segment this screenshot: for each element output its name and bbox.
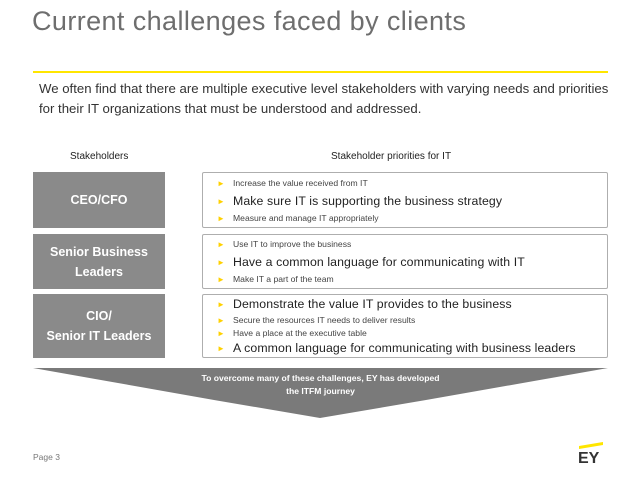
priority-text: Demonstrate the value IT provides to the… xyxy=(233,297,512,311)
conclusion-text: To overcome many of these challenges, EY… xyxy=(33,372,608,397)
conclusion-line: the ITFM journey xyxy=(286,385,355,396)
priority-item: ► Measure and manage IT appropriately xyxy=(217,213,379,223)
priority-text: Make IT a part of the team xyxy=(233,274,334,284)
triangle-bullet-icon: ► xyxy=(217,239,225,249)
intro-text: We often find that there are multiple ex… xyxy=(39,81,609,116)
priority-item: ► Have a place at the executive table xyxy=(217,328,367,338)
stakeholder-label: Senior IT Leaders xyxy=(46,329,152,343)
priority-item: ► A common language for communicating wi… xyxy=(217,341,576,355)
svg-text:EY: EY xyxy=(578,450,600,464)
stakeholder-label: CEO/CFO xyxy=(70,193,128,207)
priority-item: ► Increase the value received from IT xyxy=(217,178,368,188)
triangle-bullet-icon: ► xyxy=(217,274,225,284)
conclusion-line: To overcome many of these challenges, EY… xyxy=(201,373,440,383)
priority-text: Secure the resources IT needs to deliver… xyxy=(233,315,416,325)
triangle-bullet-icon: ► xyxy=(217,343,226,353)
funnel-shape xyxy=(33,368,608,418)
priority-item: ► Make sure IT is supporting the busines… xyxy=(217,194,502,208)
conclusion-funnel: To overcome many of these challenges, EY… xyxy=(33,368,608,420)
stakeholder-label: Leaders xyxy=(75,264,123,279)
priority-item: ► Have a common language for communicati… xyxy=(217,255,525,269)
stakeholder-box: Senior Business Leaders xyxy=(33,234,165,289)
ey-logo: EY xyxy=(576,442,606,467)
triangle-bullet-icon: ► xyxy=(217,328,225,338)
stakeholder-label: CIO/ xyxy=(86,309,112,323)
priority-item: ► Use IT to improve the business xyxy=(217,239,351,249)
priority-text: Make sure IT is supporting the business … xyxy=(233,194,503,208)
triangle-bullet-icon: ► xyxy=(217,257,226,267)
triangle-bullet-icon: ► xyxy=(217,213,225,223)
triangle-bullet-icon: ► xyxy=(217,178,225,188)
priorities-box: ► Demonstrate the value IT provides to t… xyxy=(202,294,608,358)
ey-logo-icon: EY xyxy=(578,442,603,467)
stakeholder-box: CEO/CFO xyxy=(33,172,165,228)
priority-item: ► Make IT a part of the team xyxy=(217,274,334,284)
page-title: Current challenges faced by clients xyxy=(32,6,467,36)
triangle-bullet-icon: ► xyxy=(217,299,226,309)
priorities-box: ► Use IT to improve the business ► Have … xyxy=(202,234,608,289)
page-number: Page 3 xyxy=(33,452,60,462)
stakeholder-row-cio: CIO/ Senior IT Leaders ► Demonstrate the… xyxy=(33,294,608,358)
priority-item: ► Demonstrate the value IT provides to t… xyxy=(217,297,512,311)
priority-text: Increase the value received from IT xyxy=(233,178,368,188)
priorities-header: Stakeholder priorities for IT xyxy=(331,151,452,162)
stakeholder-row-senior-business: Senior Business Leaders ► Use IT to impr… xyxy=(33,234,608,289)
priority-text: Have a common language for communicating… xyxy=(233,255,525,269)
priority-item: ► Secure the resources IT needs to deliv… xyxy=(217,315,415,325)
priority-text: Have a place at the executive table xyxy=(233,328,367,338)
priority-text: A common language for communicating with… xyxy=(233,341,576,355)
stakeholder-label: Senior Business xyxy=(50,244,148,259)
stakeholder-row-ceo: CEO/CFO ► Increase the value received fr… xyxy=(33,172,608,228)
priority-text: Use IT to improve the business xyxy=(233,239,352,249)
title-divider xyxy=(33,71,608,73)
triangle-bullet-icon: ► xyxy=(217,315,225,325)
priority-text: Measure and manage IT appropriately xyxy=(233,213,379,223)
stakeholder-box: CIO/ Senior IT Leaders xyxy=(33,294,165,358)
stakeholders-header: Stakeholders xyxy=(70,151,129,162)
triangle-bullet-icon: ► xyxy=(217,196,226,206)
priorities-box: ► Increase the value received from IT ► … xyxy=(202,172,608,228)
